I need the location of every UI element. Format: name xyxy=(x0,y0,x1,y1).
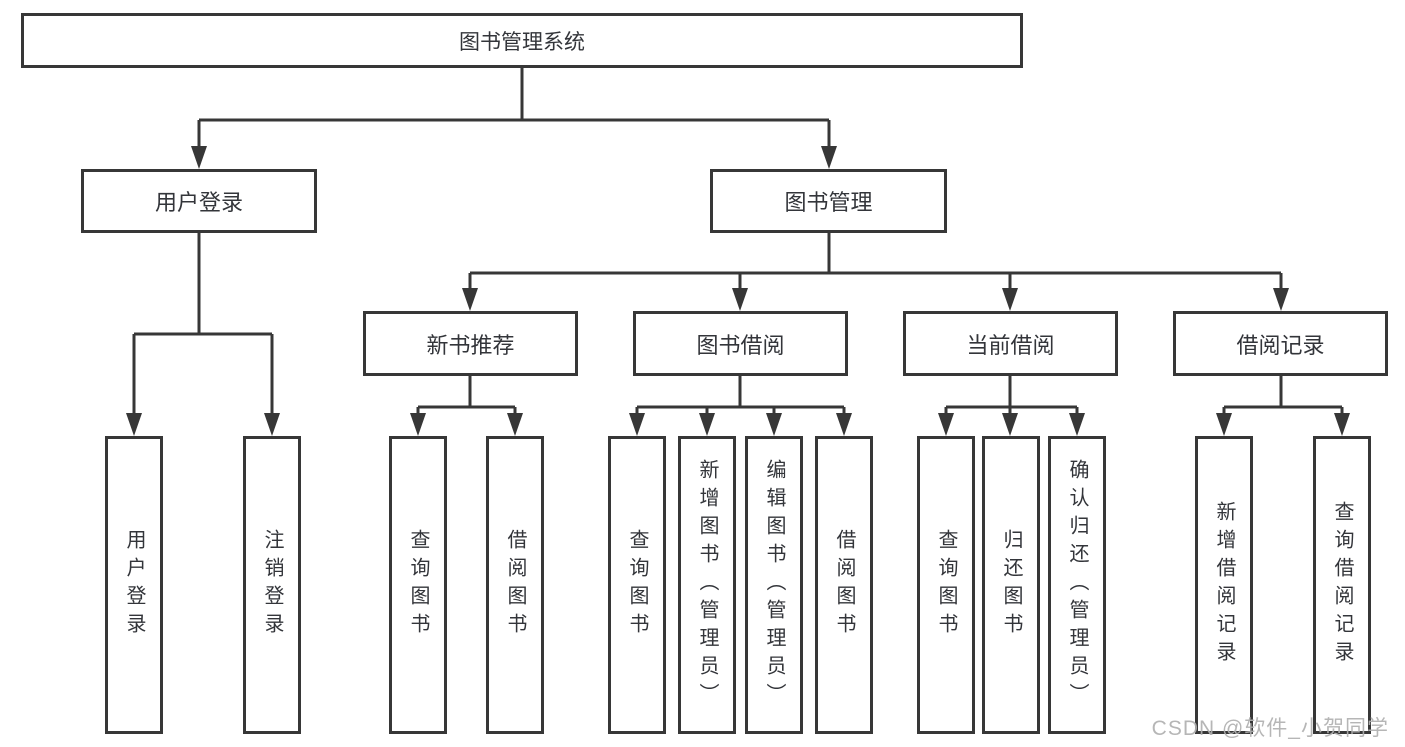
node-book-management-label: 图书管理 xyxy=(784,190,873,215)
leaf-add-borrow-record: 新增借阅记录 xyxy=(1195,436,1253,734)
node-borrow-record: 借阅记录 xyxy=(1173,311,1388,376)
leaf-user-login-label: 用户登录 xyxy=(123,529,145,641)
leaf-query-book-recommend: 查询图书 xyxy=(389,436,447,734)
node-new-book-recommend: 新书推荐 xyxy=(363,311,578,376)
leaf-return-book-label: 归还图书 xyxy=(1000,529,1022,641)
leaf-query-book-recommend-label: 查询图书 xyxy=(407,529,429,641)
leaf-borrow-book-label: 借阅图书 xyxy=(833,529,855,641)
node-user-login: 用户登录 xyxy=(81,169,317,233)
node-book-borrow-label: 图书借阅 xyxy=(696,332,785,358)
node-user-login-label: 用户登录 xyxy=(154,190,243,215)
watermark: CSDN @软件_小贺同学 xyxy=(1151,717,1389,740)
node-root: 图书管理系统 xyxy=(21,13,1023,68)
node-current-borrow-label: 当前借阅 xyxy=(966,332,1055,358)
leaf-return-book: 归还图书 xyxy=(982,436,1040,734)
leaf-edit-book-admin-label: 编辑图书（管理员） xyxy=(763,459,785,711)
leaf-confirm-return-admin-label: 确认归还（管理员） xyxy=(1066,459,1088,711)
node-book-management: 图书管理 xyxy=(710,169,947,233)
leaf-logout-login: 注销登录 xyxy=(243,436,301,734)
leaf-borrow-book: 借阅图书 xyxy=(815,436,873,734)
leaf-query-book-borrow: 查询图书 xyxy=(608,436,666,734)
leaf-add-book-admin-label: 新增图书（管理员） xyxy=(696,459,718,711)
leaf-logout-login-label: 注销登录 xyxy=(261,529,283,641)
leaf-borrow-book-recommend-label: 借阅图书 xyxy=(504,529,526,641)
leaf-confirm-return-admin: 确认归还（管理员） xyxy=(1048,436,1106,734)
node-borrow-record-label: 借阅记录 xyxy=(1236,332,1325,358)
leaf-user-login: 用户登录 xyxy=(105,436,163,734)
node-book-borrow: 图书借阅 xyxy=(633,311,848,376)
node-new-book-recommend-label: 新书推荐 xyxy=(426,332,515,358)
leaf-add-borrow-record-label: 新增借阅记录 xyxy=(1213,501,1235,669)
leaf-query-borrow-record-label: 查询借阅记录 xyxy=(1331,501,1353,669)
node-root-label: 图书管理系统 xyxy=(459,30,585,54)
leaf-add-book-admin: 新增图书（管理员） xyxy=(678,436,736,734)
leaf-edit-book-admin: 编辑图书（管理员） xyxy=(745,436,803,734)
leaf-query-book-current-label: 查询图书 xyxy=(935,529,957,641)
leaf-query-borrow-record: 查询借阅记录 xyxy=(1313,436,1371,734)
leaf-query-book-current: 查询图书 xyxy=(917,436,975,734)
node-current-borrow: 当前借阅 xyxy=(903,311,1118,376)
leaf-borrow-book-recommend: 借阅图书 xyxy=(486,436,544,734)
leaf-query-book-borrow-label: 查询图书 xyxy=(626,529,648,641)
